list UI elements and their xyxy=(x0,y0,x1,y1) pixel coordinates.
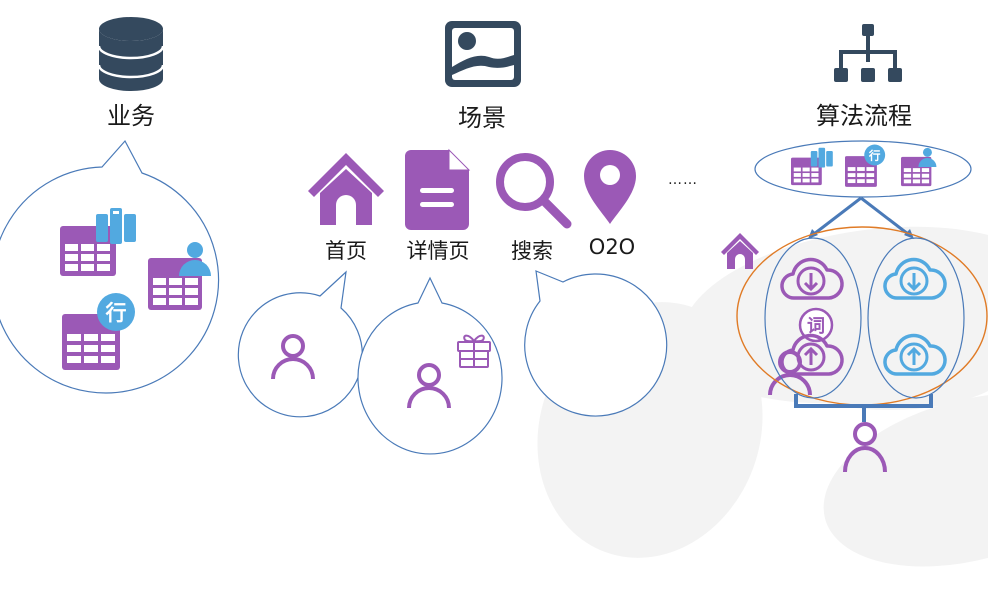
image-icon xyxy=(445,21,521,87)
table-luggage-icon xyxy=(791,147,833,186)
cloud-download-icon xyxy=(883,257,947,300)
word-badge-icon: 词 xyxy=(798,307,834,343)
document-icon xyxy=(405,148,471,230)
table-user-icon xyxy=(148,242,211,310)
cloud-download-icon xyxy=(780,257,844,300)
business-section: 业务 行 xyxy=(0,0,260,420)
home-icon xyxy=(721,233,759,269)
more-ellipsis: …… xyxy=(668,172,698,188)
search-icon xyxy=(496,153,572,229)
scene-bubble-home xyxy=(237,270,363,418)
scenes-section: 场景 首页 详情页 搜索 O2O …… xyxy=(220,0,834,467)
table-travel-icon: 行 xyxy=(62,293,135,370)
home-icon xyxy=(308,153,384,225)
algorithm-section: 算法流程 行 xyxy=(700,0,988,473)
user-icon xyxy=(271,334,315,380)
cloud-upload-icon xyxy=(883,333,947,376)
scene-label-search: 搜索 xyxy=(511,239,553,263)
model-ellipses xyxy=(736,226,988,406)
table-travel-icon: 行 xyxy=(845,144,886,187)
svg-text:词: 词 xyxy=(807,316,825,337)
scene-label-detail: 详情页 xyxy=(406,239,470,263)
gift-icon xyxy=(457,334,491,368)
business-title: 业务 xyxy=(107,102,155,130)
svg-text:行: 行 xyxy=(868,148,881,162)
scene-bubble-search xyxy=(524,270,668,417)
cloud-upload-icon xyxy=(780,333,844,376)
merge-bracket xyxy=(794,394,933,422)
hierarchy-icon xyxy=(834,24,902,82)
user-icon xyxy=(407,363,451,409)
database-icon xyxy=(97,17,165,91)
table-user-icon xyxy=(901,147,937,187)
scene-label-o2o: O2O xyxy=(588,235,636,259)
scene-label-home: 首页 xyxy=(325,239,367,263)
user-icon xyxy=(843,422,887,473)
travel-badge: 行 xyxy=(105,301,127,325)
location-pin-icon xyxy=(584,150,636,224)
table-luggage-icon xyxy=(60,208,136,276)
scenes-title: 场景 xyxy=(458,104,506,132)
algorithm-title: 算法流程 xyxy=(816,102,912,130)
